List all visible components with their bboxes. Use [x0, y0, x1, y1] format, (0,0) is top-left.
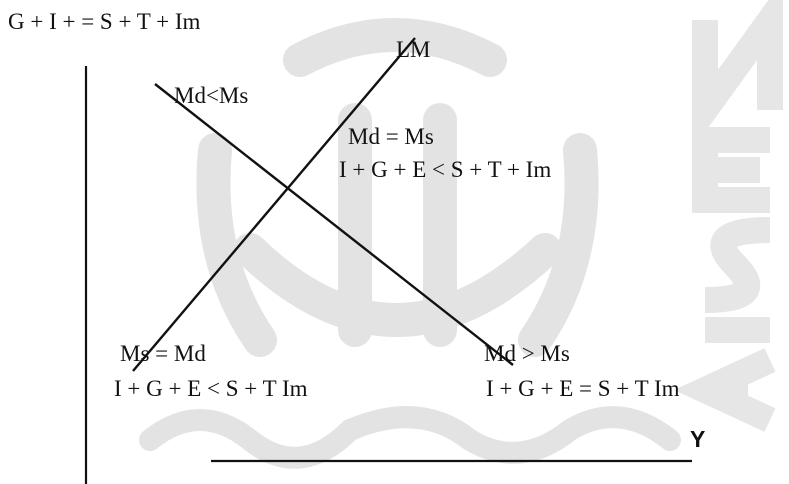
region-right-line1: Md = Ms [348, 124, 434, 149]
region-bottom-right-line1: Md > Ms [484, 341, 570, 366]
is-curve [154, 83, 514, 366]
region-label-top-left: Md<Ms [174, 83, 249, 108]
region-bottom-left-line1: Ms = Md [120, 341, 206, 366]
x-axis-label: Y [690, 426, 706, 452]
region-bottom-right-line2: I + G + E = S + T Im [486, 376, 680, 401]
region-bottom-left-line2: I + G + E < S + T Im [114, 376, 308, 401]
lm-curve-label: LM [396, 37, 431, 62]
lm-curve [132, 37, 416, 372]
region-right-line2: I + G + E < S + T + Im [339, 157, 552, 182]
top-equation: G + I + = S + T + Im [8, 9, 201, 34]
